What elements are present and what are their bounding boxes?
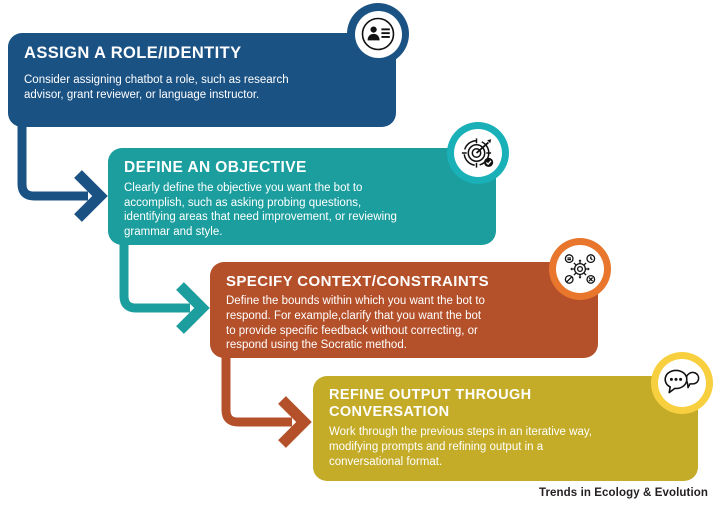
target-dart-icon — [461, 138, 494, 168]
step-badge-assign-role — [347, 3, 409, 65]
badge-disc — [454, 129, 502, 177]
step-title: DEFINE AN OBJECTIVE — [124, 159, 307, 176]
badge-disc — [658, 359, 706, 407]
step-title: SPECIFY CONTEXT/CONSTRAINTS — [226, 273, 490, 290]
step-body: Define the bounds within which you want … — [226, 295, 485, 352]
step-panel-specify-context[interactable]: SPECIFY CONTEXT/CONSTRAINTS Define the b… — [210, 262, 598, 358]
step-panel-assign-role[interactable]: ASSIGN A ROLE/IDENTITY Consider assignin… — [8, 33, 396, 127]
step-title: REFINE OUTPUT THROUGH CONVERSATION — [329, 387, 532, 420]
step-body: Consider assigning chatbot a role, such … — [24, 73, 289, 101]
step-badge-define-objective — [447, 122, 509, 184]
step-body: Clearly define the objective you want th… — [124, 181, 397, 238]
gear-constraints-icon — [564, 254, 596, 284]
journal-credit: Trends in Ecology & Evolution — [538, 487, 708, 499]
step-panel-refine-output[interactable]: REFINE OUTPUT THROUGH CONVERSATION Work … — [313, 376, 698, 481]
step-title: ASSIGN A ROLE/IDENTITY — [24, 44, 242, 62]
step-body: Work through the previous steps in an it… — [329, 426, 592, 468]
connector-arrowhead — [74, 170, 108, 222]
connector-arrowhead — [176, 282, 210, 334]
connector-step2-to-step3 — [119, 238, 210, 334]
connector-path — [17, 120, 88, 201]
connector-arrowhead — [278, 396, 312, 448]
connector-path — [119, 238, 190, 313]
step-badge-refine-output — [651, 352, 713, 414]
chat-bubbles-icon — [664, 369, 700, 394]
id-card-person-icon — [361, 17, 395, 51]
step-panel-define-objective[interactable]: DEFINE AN OBJECTIVE Clearly define the o… — [108, 148, 496, 245]
connector-step1-to-step2 — [17, 120, 108, 222]
step-badge-specify-context — [549, 238, 611, 300]
badge-disc — [556, 245, 604, 293]
connector-step3-to-step4 — [221, 352, 312, 448]
connector-path — [221, 352, 292, 427]
badge-disc — [354, 10, 402, 58]
